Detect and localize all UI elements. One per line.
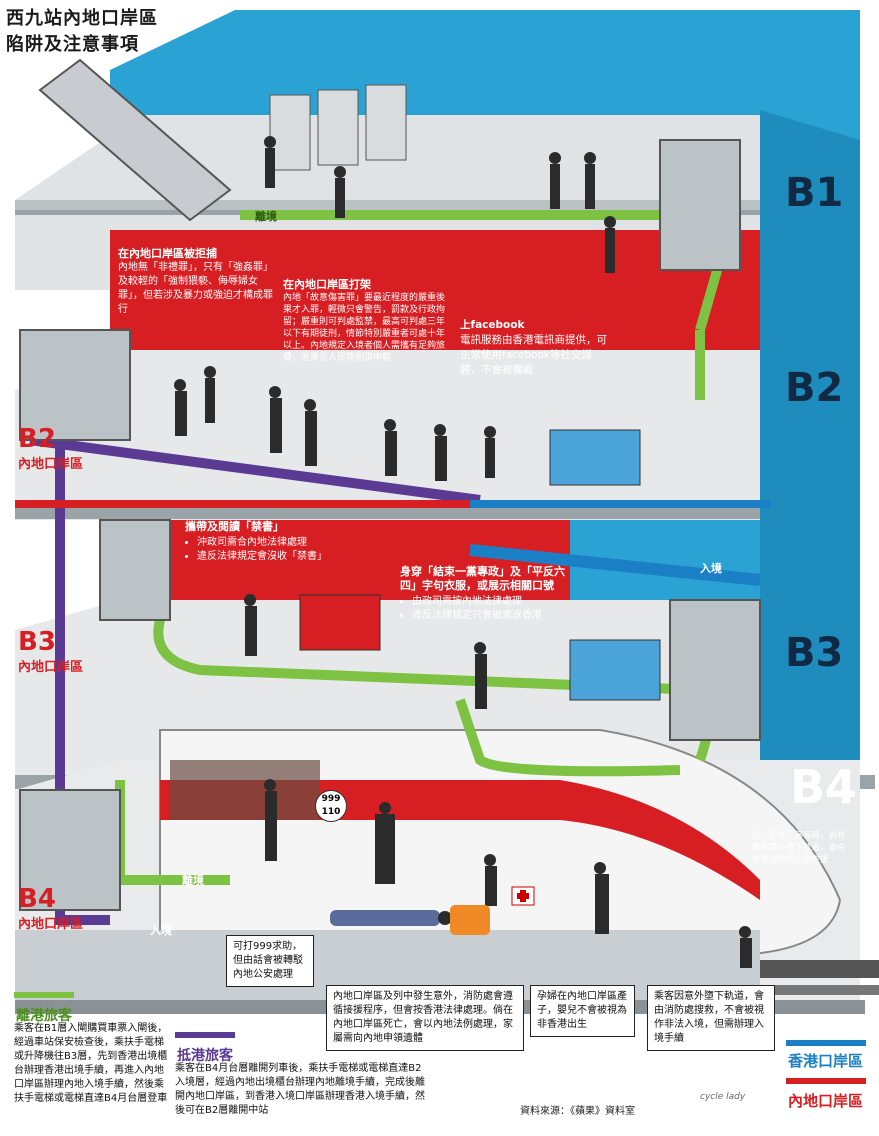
level-tag-b2-level: B2 xyxy=(18,424,56,454)
artist-signature: cycle lady xyxy=(700,1092,746,1102)
floor-label-b2: B2 xyxy=(785,365,844,411)
note-banned-books: 攜帶及閱讀「禁書」 沖政司需合內地法律處理 違反法律規定會沒收「禁書」 xyxy=(185,520,335,564)
note-tshirt-item: 由政司需按內地法律處理 xyxy=(412,595,575,609)
arrow-label-depart-b4: 離境 xyxy=(182,874,204,887)
emergency-number-bottom: 110 xyxy=(321,807,341,817)
note-side-text: 註：正在上落客時，倘有乘客意外墮下軌道，會由本港消防處出動救援 xyxy=(752,831,846,865)
legend-mainland-label: 內地口岸區 xyxy=(788,1092,864,1110)
note-side: 註：正在上落客時，倘有乘客意外墮下軌道，會由本港消防處出動救援 xyxy=(752,830,852,866)
level-tag-b3: B3 內地口岸區 xyxy=(18,628,83,675)
legend-mainland-swatch xyxy=(786,1078,866,1084)
note-accident: 可打999求助，但由話會被轉駁內地公安處理 xyxy=(226,935,314,987)
level-tag-b3-label: 內地口岸區 xyxy=(18,660,84,675)
note-fight: 在內地口岸區打架 內地「故意傷害罪」要最近程度的嚴重後果才入罪，輕微只會警告，罰… xyxy=(283,278,453,364)
note-death-text: 內地口岸區及列中發生意外，消防處會遵循接援程序，但會按香港法律處理。倘在內地口岸… xyxy=(333,991,513,1044)
depart-section-title: 離港旅客 xyxy=(16,1008,72,1024)
level-tag-b4: B4 內地口岸區 xyxy=(18,885,83,932)
note-birth: 孕婦在內地口岸區產子，嬰兒不會被視為非香港出生 xyxy=(530,985,635,1037)
floor-label-b3: B3 xyxy=(785,630,844,676)
legend-hk-label: 香港口岸區 xyxy=(788,1052,864,1070)
depart-section-text: 乘客在B1層入閘購買車票入閘後，經過車站保安檢查後，乘扶手電梯或升降機往B3層，… xyxy=(14,1023,168,1104)
note-fall: 乘客因意外墮下軌道，會由消防處搜救，不會被視作非法入境，但需辦理入境手續 xyxy=(647,985,775,1051)
note-no-protest: 在內地口岸區被拒捕 內地無「非禮罪」，只有「強姦罪」及較輕的「強制猥褻、侮辱婦女… xyxy=(118,247,278,317)
title-line-2: 陷阱及注意事項 xyxy=(6,34,139,55)
source-credit: 資料來源：《蘋果》資料室 xyxy=(520,1106,635,1117)
note-accident-text: 可打999求助，但由話會被轉駁內地公安處理 xyxy=(233,941,303,980)
arrive-section-text: 乘客在B4月台層離開列車後，乘扶手電梯或電梯直達B2入境層，經過內地出境櫃台辦理… xyxy=(175,1063,425,1116)
note-banned-item: 違反法律規定會沒收「禁書」 xyxy=(197,550,335,564)
level-tag-b2: B2 內地口岸區 xyxy=(18,425,83,472)
note-facebook-title: 上facebook xyxy=(460,319,525,331)
note-banned-title: 攜帶及閱讀「禁書」 xyxy=(185,520,284,533)
level-tag-b4-level: B4 xyxy=(18,884,56,914)
level-tag-b4-label: 內地口岸區 xyxy=(18,917,84,932)
depart-color-bar xyxy=(14,992,74,998)
note-death: 內地口岸區及列中發生意外，消防處會遵循接援程序，但會按香港法律處理。倘在內地口岸… xyxy=(326,985,524,1051)
arrow-label-enter-b4: 入境 xyxy=(150,924,172,937)
note-fall-text: 乘客因意外墮下軌道，會由消防處搜救，不會被視作非法入境，但需辦理入境手續 xyxy=(654,991,764,1044)
note-banned-item: 沖政司需合內地法律處理 xyxy=(197,536,335,550)
note-tshirt-title: 身穿「結束一黨專政」及「平反六四」字句衣服，或展示相關口號 xyxy=(400,565,565,592)
arrow-label-enter-b2: 入境 xyxy=(700,562,722,575)
floor-label-b1: B1 xyxy=(785,170,844,216)
arrow-label-depart-b1: 離境 xyxy=(255,210,277,223)
note-fight-title: 在內地口岸區打架 xyxy=(283,278,371,291)
diagram-title: 西九站內地口岸區 陷阱及注意事項 xyxy=(6,6,158,58)
arrive-color-bar xyxy=(175,1032,235,1038)
note-no-protest-text: 內地無「非禮罪」，只有「強姦罪」及較輕的「強制猥褻、侮辱婦女罪」，但若涉及暴力或… xyxy=(118,262,273,315)
note-tshirt: 身穿「結束一黨專政」及「平反六四」字句衣服，或展示相關口號 由政司需按內地法律處… xyxy=(400,565,575,623)
note-birth-text: 孕婦在內地口岸區產子，嬰兒不會被視為非香港出生 xyxy=(537,991,627,1030)
arrive-section-title: 抵港旅客 xyxy=(177,1048,233,1064)
note-tshirt-item: 違反法律規定只會被遣返香港 xyxy=(412,609,575,623)
level-tag-b3-level: B3 xyxy=(18,627,56,657)
emergency-number-top: 999 xyxy=(321,794,341,804)
note-fight-text: 內地「故意傷害罪」要最近程度的嚴重後果才入罪，輕微只會警告，罰款及行政拘留；嚴重… xyxy=(283,293,446,363)
note-facebook-text: 電訊服務由香港電訊商提供，可正常使用facebook等社交媒體，不會被攔截 xyxy=(460,334,607,376)
emergency-number-badge: 999 110 xyxy=(315,790,347,822)
title-line-1: 西九站內地口岸區 xyxy=(6,8,158,29)
note-no-protest-title: 在內地口岸區被拒捕 xyxy=(118,247,217,260)
level-tag-b2-label: 內地口岸區 xyxy=(18,457,84,472)
legend-hk-swatch xyxy=(786,1040,866,1046)
note-facebook: 上facebook 電訊服務由香港電訊商提供，可正常使用facebook等社交媒… xyxy=(460,318,610,378)
floor-label-b4: B4 xyxy=(790,760,858,814)
